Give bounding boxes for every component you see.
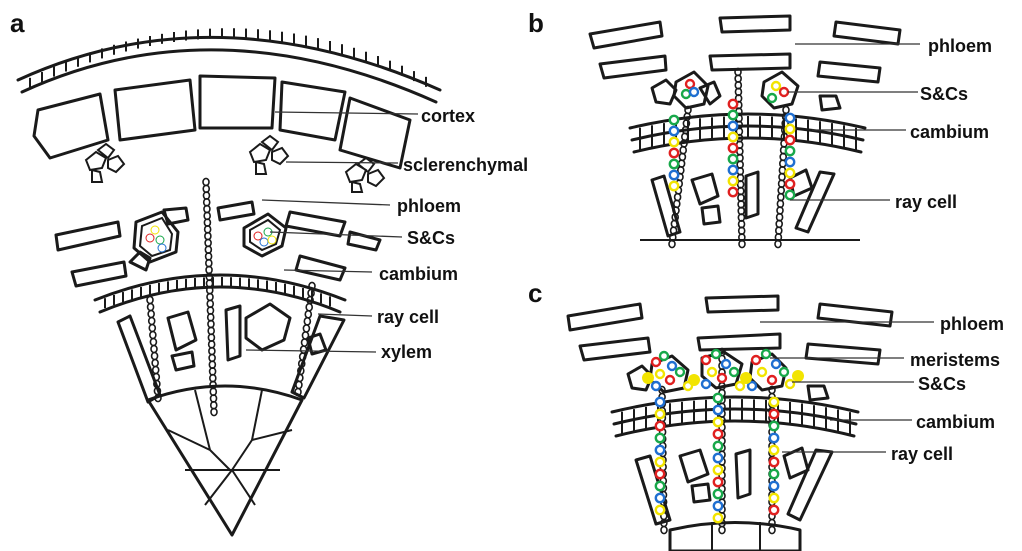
label-c-sccs: S&Cs (918, 374, 966, 394)
phloem-cells-b (590, 16, 900, 110)
label-a-cambium: cambium (379, 264, 458, 284)
label-a-cortex: cortex (421, 106, 475, 126)
label-a-xylem: xylem (381, 342, 432, 362)
label-a-sclerenchymal: sclerenchymal (403, 155, 528, 175)
label-a-ray-cell: ray cell (377, 307, 439, 327)
cortex-cells (34, 76, 410, 168)
panel-c-letter: c (528, 278, 542, 308)
label-c-meristems: meristems (910, 350, 1000, 370)
ray-cell-file (147, 296, 161, 401)
label-b-sccs: S&Cs (920, 84, 968, 104)
label-b-ray-cell: ray cell (895, 192, 957, 212)
phloem-cells (56, 202, 380, 286)
label-c-cambium: cambium (916, 412, 995, 432)
ray-cell-file (203, 178, 217, 415)
label-b-cambium: cambium (910, 122, 989, 142)
label-c-ray-cell: ray cell (891, 444, 953, 464)
panel-b: b (528, 8, 992, 248)
label-a-phloem: phloem (397, 196, 461, 216)
panel-a: a (10, 8, 528, 535)
panel-a-letter: a (10, 8, 25, 38)
label-c-phloem: phloem (940, 314, 1004, 334)
cambium-band-c (612, 397, 858, 436)
sclerenchyma-clusters (86, 136, 384, 192)
panel-c: c (528, 278, 1004, 551)
pith-wedge (148, 386, 302, 535)
label-b-phloem: phloem (928, 36, 992, 56)
xylem-cells-b (640, 170, 860, 240)
epidermis-arc (18, 28, 440, 102)
cambium-band-b (630, 114, 865, 152)
panel-b-letter: b (528, 8, 544, 38)
label-a-sccs: S&Cs (407, 228, 455, 248)
